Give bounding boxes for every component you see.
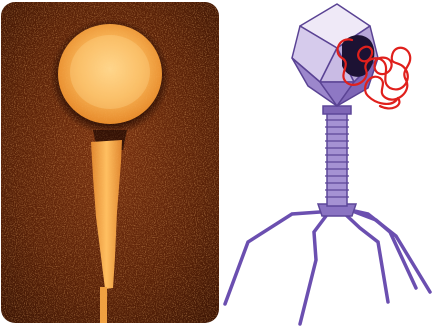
tail-sheath xyxy=(325,112,349,206)
micrograph-grain-overlay xyxy=(1,2,219,323)
phage-diagram xyxy=(220,0,435,326)
tail-fiber xyxy=(345,214,388,302)
phage-diagram-image xyxy=(220,0,435,326)
tail-fiber xyxy=(225,212,320,304)
tail-fiber xyxy=(350,210,430,292)
micrograph-image xyxy=(1,2,219,323)
micrograph-photo xyxy=(1,2,219,323)
collar xyxy=(323,106,351,114)
tail-fiber xyxy=(300,216,326,324)
tail-fibers xyxy=(225,210,430,324)
